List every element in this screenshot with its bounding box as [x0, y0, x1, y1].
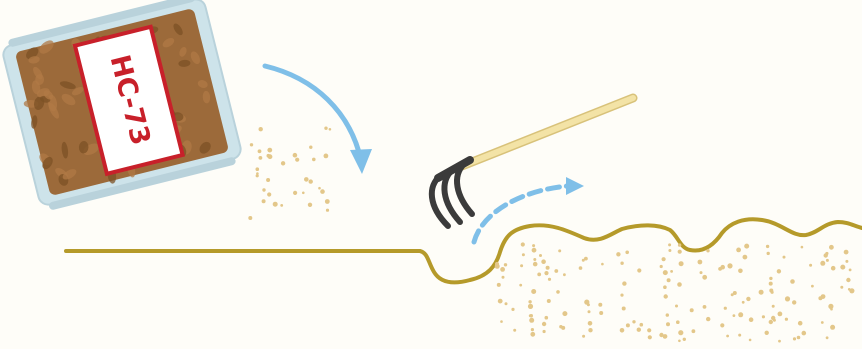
- hand-rake-icon: [432, 98, 633, 226]
- soil-granules: [495, 242, 855, 342]
- soil-bag-icon: HC-73: [0, 0, 244, 213]
- falling-granules: [248, 127, 331, 221]
- curved-arrow-icon: [265, 66, 372, 174]
- ground-line: [66, 219, 862, 282]
